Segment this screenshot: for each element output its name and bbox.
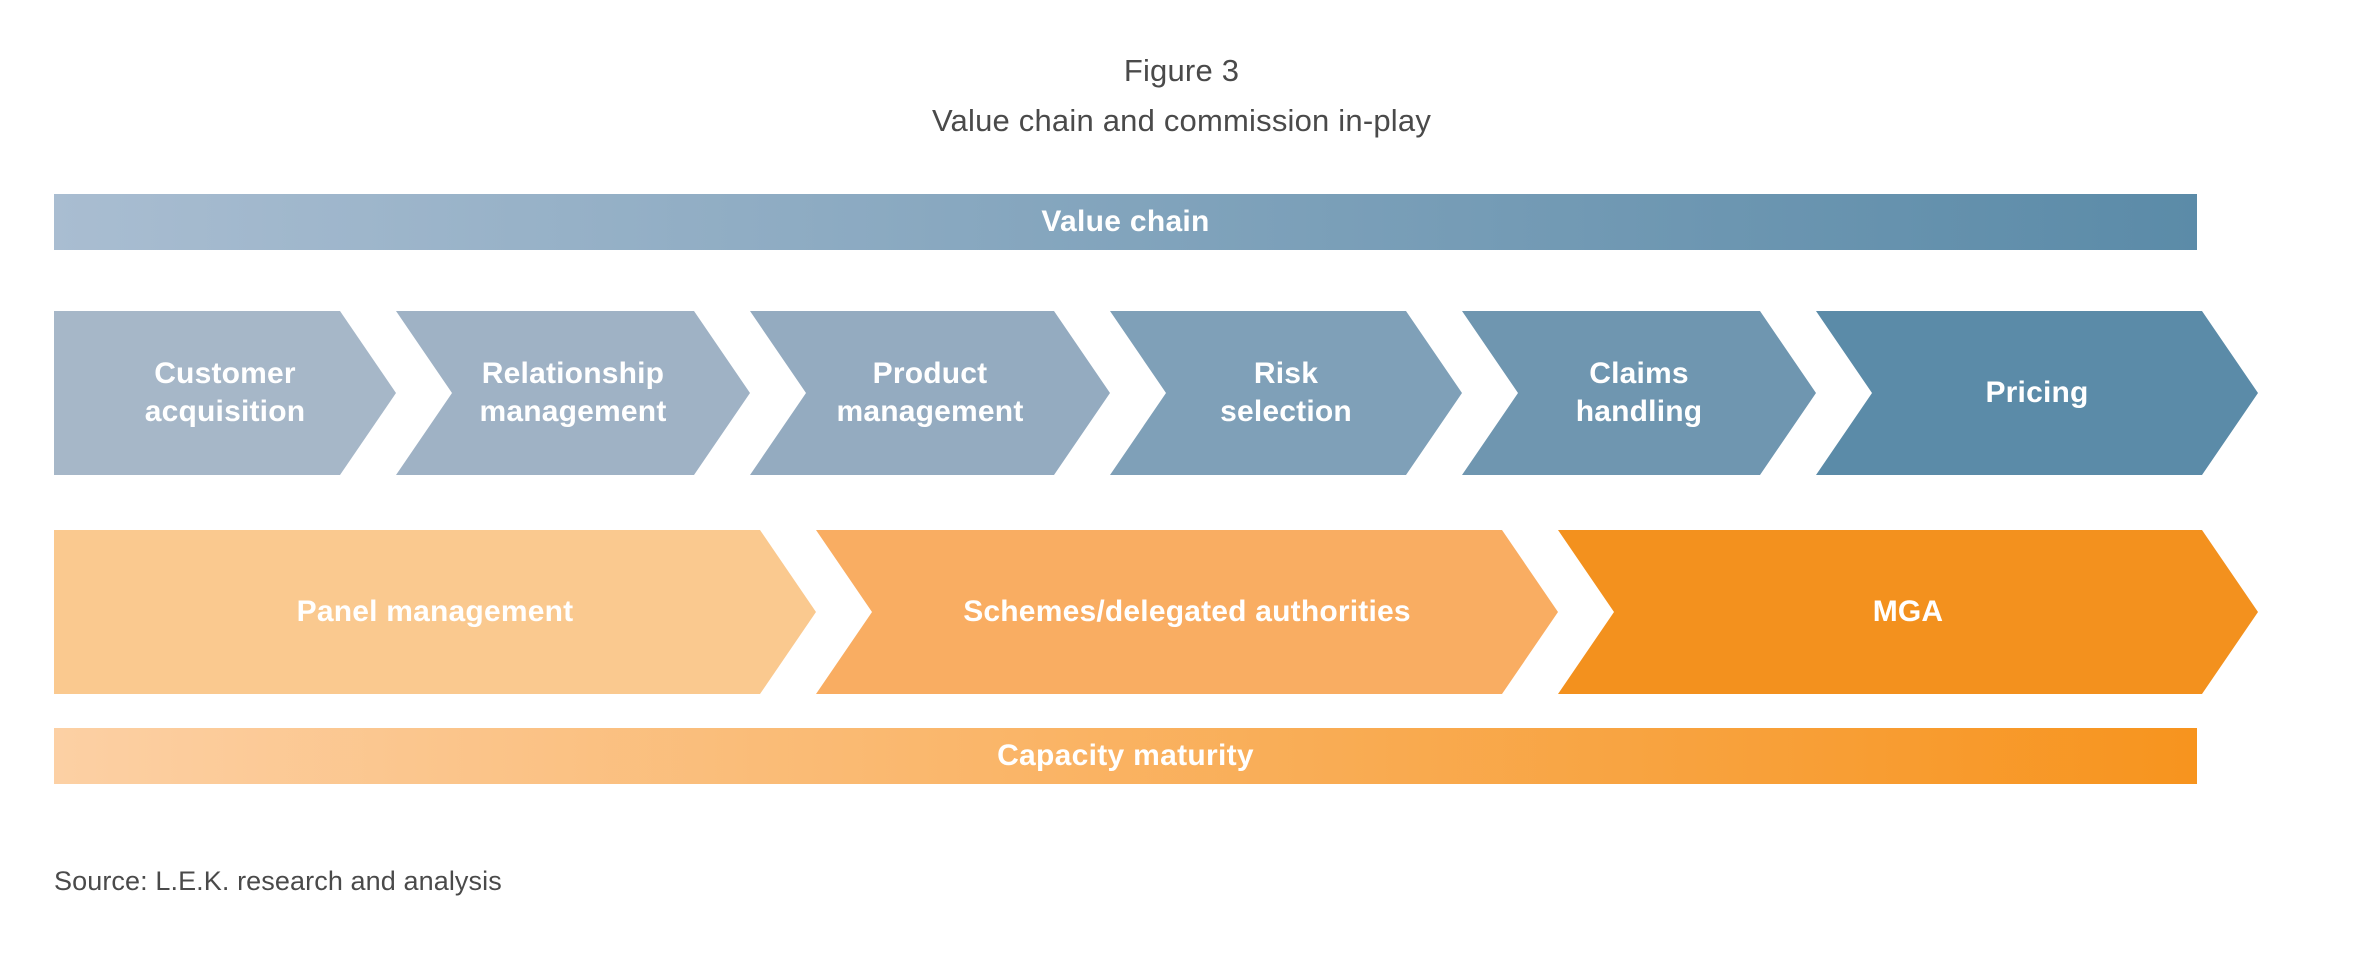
figure-title-block: Figure 3 Value chain and commission in-p…: [0, 46, 2363, 146]
commission-stage-row: Panel management Schemes/delegated author…: [54, 530, 2258, 694]
commission-stage-mga[interactable]: MGA: [1558, 530, 2258, 694]
value-chain-stage-pricing[interactable]: Pricing: [1816, 311, 2258, 475]
value-chain-stage-label: Product management: [836, 357, 1024, 428]
value-chain-band: Value chain: [54, 194, 2197, 250]
capacity-maturity-band: Capacity maturity: [54, 728, 2197, 784]
value-chain-stage-row: Customer acquisition Relationship managem…: [54, 311, 2258, 475]
value-chain-stage-label: Relationship management: [479, 357, 667, 428]
source-note: Source: L.E.K. research and analysis: [54, 866, 502, 896]
value-chain-band-label: Value chain: [1041, 205, 1210, 238]
commission-stage-label: MGA: [1872, 595, 1944, 628]
commission-stage-label: Panel management: [296, 595, 574, 628]
value-chain-stage-risk-selection[interactable]: Risk selection: [1110, 311, 1462, 475]
capacity-maturity-band-label: Capacity maturity: [997, 739, 1254, 772]
commission-stage-label: Schemes/delegated authorities: [963, 595, 1411, 628]
value-chain-stage-label: Risk selection: [1220, 357, 1352, 428]
figure-number: Figure 3: [1123, 53, 1240, 88]
value-chain-stage-relationship-management[interactable]: Relationship management: [396, 311, 750, 475]
value-chain-stage-product-management[interactable]: Product management: [750, 311, 1110, 475]
value-chain-stage-label: Pricing: [1985, 376, 2089, 409]
figure-subtitle: Value chain and commission in-play: [931, 103, 1432, 138]
value-chain-stage-label: Claims handling: [1575, 357, 1703, 428]
value-chain-stage-label: Customer acquisition: [144, 357, 306, 428]
value-chain-stage-customer-acquisition[interactable]: Customer acquisition: [54, 311, 396, 475]
value-chain-stage-claims-handling[interactable]: Claims handling: [1462, 311, 1816, 475]
commission-stage-panel-management[interactable]: Panel management: [54, 530, 816, 694]
commission-stage-schemes-delegated-authorities[interactable]: Schemes/delegated authorities: [816, 530, 1558, 694]
